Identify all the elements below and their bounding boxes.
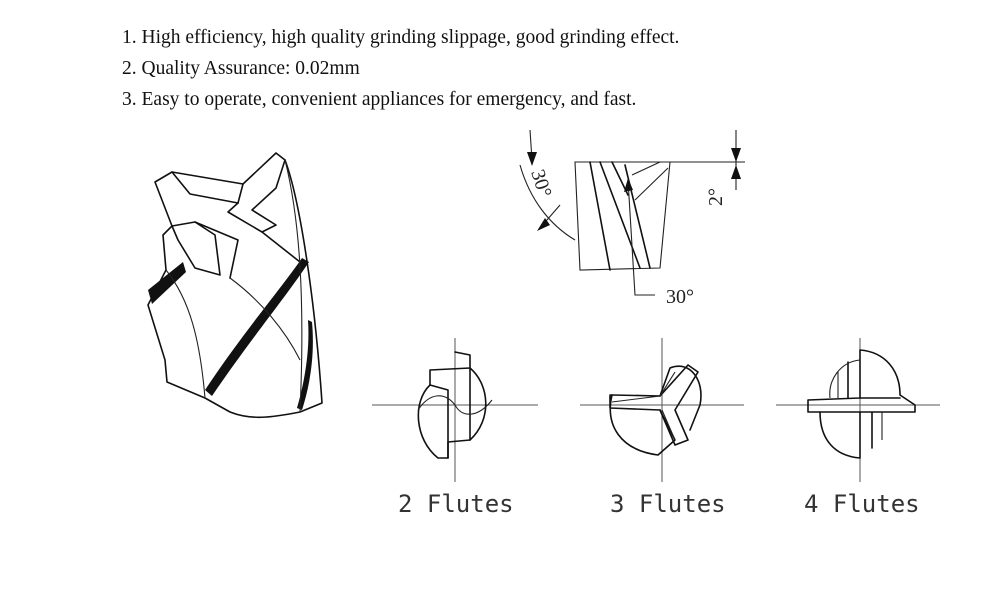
- feature-item-2: 2. Quality Assurance: 0.02mm: [122, 58, 360, 79]
- helix-angle-left-label: 30°: [526, 167, 556, 200]
- helix-angle-drawing: 30° 2° 30°: [519, 129, 745, 308]
- three-flutes-label: 3 Flutes: [610, 490, 726, 518]
- four-flute-section: 4 Flutes: [776, 338, 940, 518]
- two-flute-section: 2 Flutes: [372, 338, 538, 518]
- feature-item-1: 1. High efficiency, high quality grindin…: [122, 27, 680, 48]
- three-flute-section: 3 Flutes: [580, 338, 744, 518]
- helix-angle-bottom-label: 30°: [666, 286, 694, 308]
- four-flutes-label: 4 Flutes: [804, 490, 920, 518]
- clearance-angle-label: 2°: [705, 188, 727, 206]
- feature-item-3: 3. Easy to operate, convenient appliance…: [122, 89, 637, 110]
- two-flutes-label: 2 Flutes: [398, 490, 514, 518]
- feature-list: 1. High efficiency, high quality grindin…: [122, 22, 679, 115]
- end-mill-perspective-drawing: [147, 152, 323, 419]
